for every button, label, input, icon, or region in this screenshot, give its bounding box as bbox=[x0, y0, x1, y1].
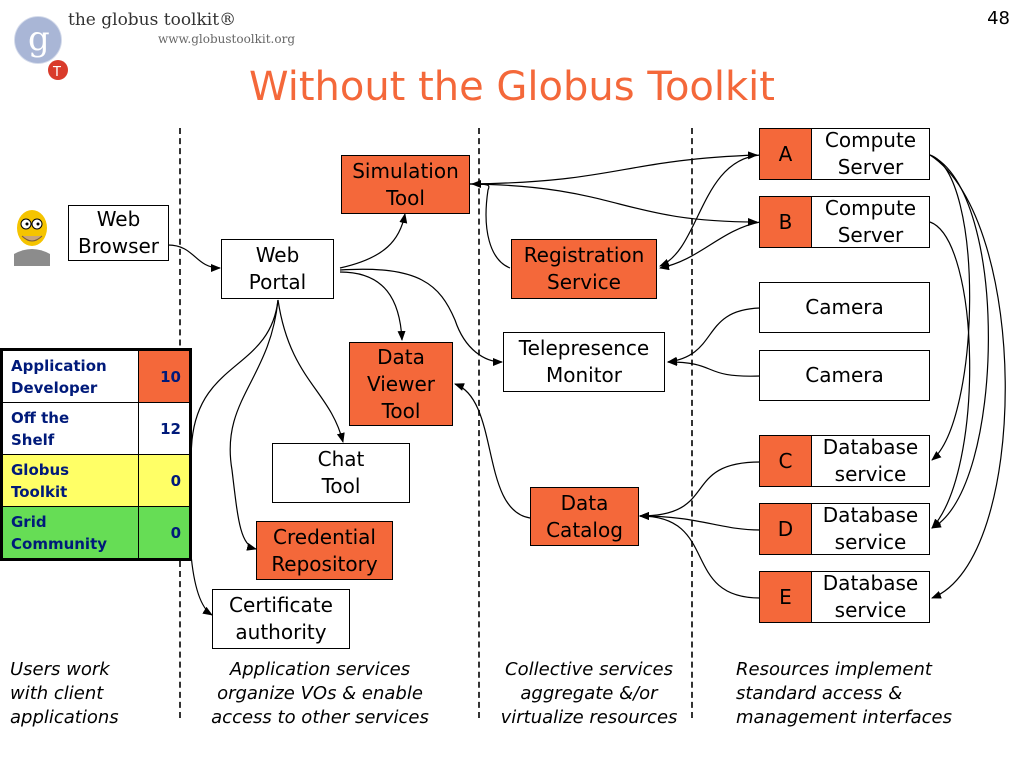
score-table: Application Developer 10 Off the Shelf 1… bbox=[0, 348, 192, 561]
resource-letter-c: C bbox=[759, 435, 812, 487]
data-viewer-tool-node: Data Viewer Tool bbox=[349, 342, 453, 426]
resource-letter-a: A bbox=[759, 128, 812, 180]
telepresence-monitor-node: Telepresence Monitor bbox=[503, 332, 665, 392]
resource-letter-b: B bbox=[759, 196, 812, 248]
credential-repository-node: Credential Repository bbox=[256, 521, 393, 580]
web-browser-node: Web Browser bbox=[68, 205, 169, 261]
registration-service-node: Registration Service bbox=[511, 239, 657, 299]
camera-node: Camera bbox=[759, 350, 930, 401]
score-value: 10 bbox=[138, 349, 191, 403]
svg-text:g: g bbox=[28, 19, 50, 59]
database-service-c-node: Database service bbox=[811, 435, 930, 487]
column-divider bbox=[691, 128, 693, 718]
simulation-tool-node: Simulation Tool bbox=[341, 155, 470, 214]
caption-application: Application services organize VOs & enab… bbox=[211, 659, 429, 728]
compute-server-b-node: Compute Server bbox=[811, 196, 930, 248]
score-value: 0 bbox=[138, 506, 191, 560]
score-row: Globus Toolkit 0 bbox=[1, 454, 191, 507]
score-row: Grid Community 0 bbox=[1, 506, 191, 560]
compute-server-a-node: Compute Server bbox=[811, 128, 930, 180]
resource-letter-e: E bbox=[759, 571, 812, 623]
certificate-authority-node: Certificate authority bbox=[212, 589, 350, 649]
chat-tool-node: Chat Tool bbox=[272, 443, 410, 503]
resource-letter-d: D bbox=[759, 503, 812, 555]
score-label: Off the Shelf bbox=[1, 402, 139, 455]
logo-title: the globus toolkit® bbox=[68, 10, 237, 30]
score-value: 12 bbox=[138, 402, 191, 455]
column-divider bbox=[478, 128, 480, 718]
caption-collective: Collective services aggregate &/or virtu… bbox=[500, 659, 678, 728]
database-service-e-node: Database service bbox=[811, 571, 930, 623]
data-catalog-node: Data Catalog bbox=[530, 487, 639, 546]
web-portal-node: Web Portal bbox=[221, 239, 334, 299]
logo-url: www.globustoolkit.org bbox=[158, 32, 296, 46]
user-avatar-icon bbox=[14, 210, 50, 266]
score-row: Application Developer 10 bbox=[1, 349, 191, 403]
score-label: Application Developer bbox=[1, 349, 139, 403]
score-label: Globus Toolkit bbox=[1, 454, 139, 507]
score-label: Grid Community bbox=[1, 506, 139, 560]
page-number: 48 bbox=[987, 8, 1010, 29]
caption-resources: Resources implement standard access & ma… bbox=[736, 659, 952, 728]
page-title: Without the Globus Toolkit bbox=[249, 64, 775, 110]
globus-logo-icon: g T bbox=[13, 15, 68, 80]
database-service-d-node: Database service bbox=[811, 503, 930, 555]
svg-text:T: T bbox=[52, 65, 61, 80]
camera-node: Camera bbox=[759, 282, 930, 333]
score-row: Off the Shelf 12 bbox=[1, 402, 191, 455]
score-value: 0 bbox=[138, 454, 191, 507]
caption-users: Users work with client applications bbox=[10, 659, 119, 728]
